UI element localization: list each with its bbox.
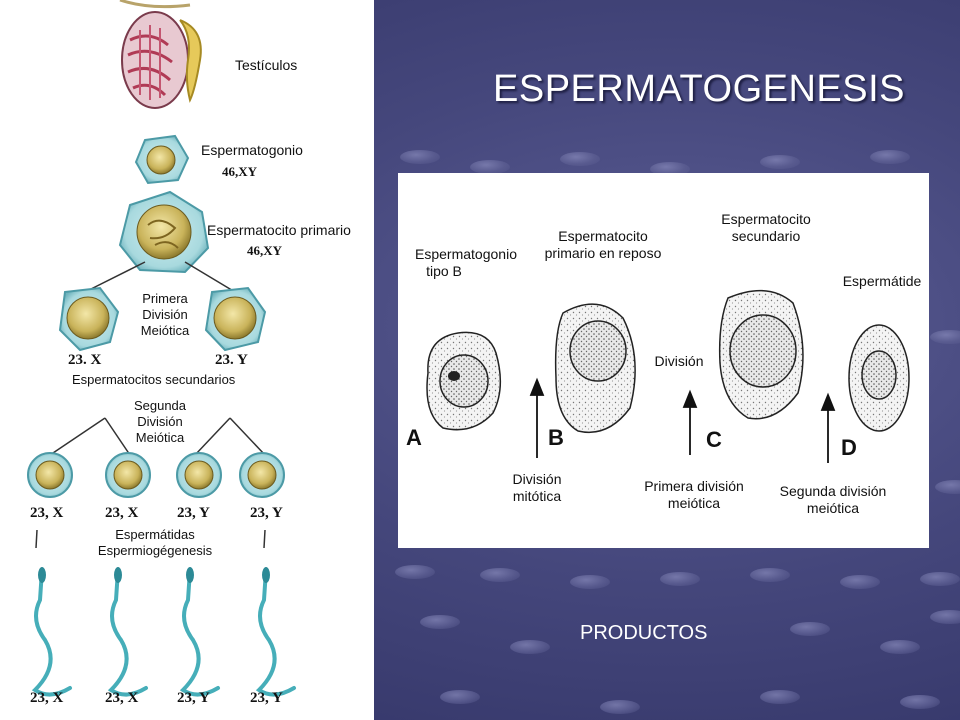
sperm-karyotype-4: 23, Y — [250, 690, 283, 706]
division-label: División — [654, 353, 704, 369]
cell-c-label-line-2: secundario — [731, 228, 801, 244]
first-division-line-1: Primera — [142, 291, 188, 306]
spermatid-karyotype-4: 23, Y — [250, 505, 283, 521]
stage-arrows — [529, 377, 836, 463]
cell-b-label-line-1: Espermatocito — [558, 228, 648, 244]
spermatid-karyotype-1: 23, X — [30, 505, 64, 521]
cell-a-letter: A — [406, 425, 422, 450]
spermatid-cells — [27, 452, 285, 498]
slide-title: ESPERMATOGENESIS — [493, 68, 906, 110]
second-division-line-2: División — [137, 414, 183, 429]
cell-c-label-line-1: Espermatocito — [721, 211, 811, 227]
sperm-karyotype-2: 23, X — [105, 690, 139, 706]
lineage-drawing — [27, 0, 296, 697]
testes-label: Testículos — [235, 57, 298, 73]
first-division-line-3: Meiótica — [140, 323, 190, 338]
spermatid-karyotype-2: 23, X — [105, 505, 139, 521]
first-meiotic-division-label-line-2: meiótica — [667, 495, 721, 511]
cell-c-letter: C — [706, 427, 722, 452]
second-division-line-1: Segunda — [133, 398, 187, 413]
cell-b-letter: B — [548, 425, 564, 450]
cell-d-letter: D — [841, 435, 857, 460]
primary-spermatocyte-cell — [118, 190, 210, 274]
second-meiotic-division-label-line-2: meiótica — [806, 500, 860, 516]
sperm-heads — [38, 567, 270, 583]
cell-b-label-line-2: primario en reposo — [544, 245, 662, 261]
secondary-karyotype-x: 23. X — [68, 352, 102, 368]
cell-a-drawing — [426, 331, 502, 431]
sperm-karyotype-3: 23, Y — [177, 690, 210, 706]
primary-karyotype: 46,XY — [247, 243, 283, 258]
spermatogonium-label: Espermatogonio — [201, 142, 303, 158]
second-division-line-3: Meiótica — [135, 430, 185, 445]
spermatids-label: Espermátidas — [115, 527, 195, 542]
cell-a-label-line-1: Espermatogonio — [415, 246, 517, 262]
cell-b-drawing — [554, 303, 636, 434]
sperm-karyotype-1: 23, X — [30, 690, 64, 706]
secondary-spermatocyte-cells — [58, 286, 267, 352]
cell-d-drawing — [848, 324, 910, 432]
secondary-karyotype-y: 23. Y — [215, 352, 248, 368]
spermatogonium-karyotype: 46,XY — [222, 164, 258, 179]
products-caption: PRODUCTOS — [580, 622, 708, 644]
mitotic-division-label-line-1: División — [512, 471, 562, 487]
sperm-cells — [31, 568, 296, 697]
mitotic-division-label-line-2: mitótica — [512, 488, 562, 504]
second-meiotic-division-label-line-1: Segunda división — [779, 483, 887, 499]
cell-c-drawing — [718, 289, 804, 420]
secondary-spermatocytes-label: Espermatocitos secundarios — [72, 372, 236, 387]
cell-stages-diagram: A B C D Espermatogonio tipo B Espermatoc… — [398, 173, 929, 548]
spermiogenesis-label: Espermiogégenesis — [97, 543, 213, 558]
cell-stages-drawing — [426, 289, 910, 463]
spermatogonium-cell — [134, 134, 190, 185]
first-meiotic-division-label-line-1: Primera división — [644, 478, 744, 494]
primary-spermatocyte-label: Espermatocito primario — [207, 222, 351, 238]
first-division-line-2: División — [142, 307, 188, 322]
spermatogenesis-lineage-diagram: Testículos Espermatogonio 46,XY Espermat… — [0, 0, 374, 720]
cell-d-label: Espermátide — [842, 273, 922, 289]
testis-drawing — [119, 0, 202, 109]
cell-a-label-line-2: tipo B — [426, 263, 462, 279]
spermatid-karyotype-3: 23, Y — [177, 505, 210, 521]
